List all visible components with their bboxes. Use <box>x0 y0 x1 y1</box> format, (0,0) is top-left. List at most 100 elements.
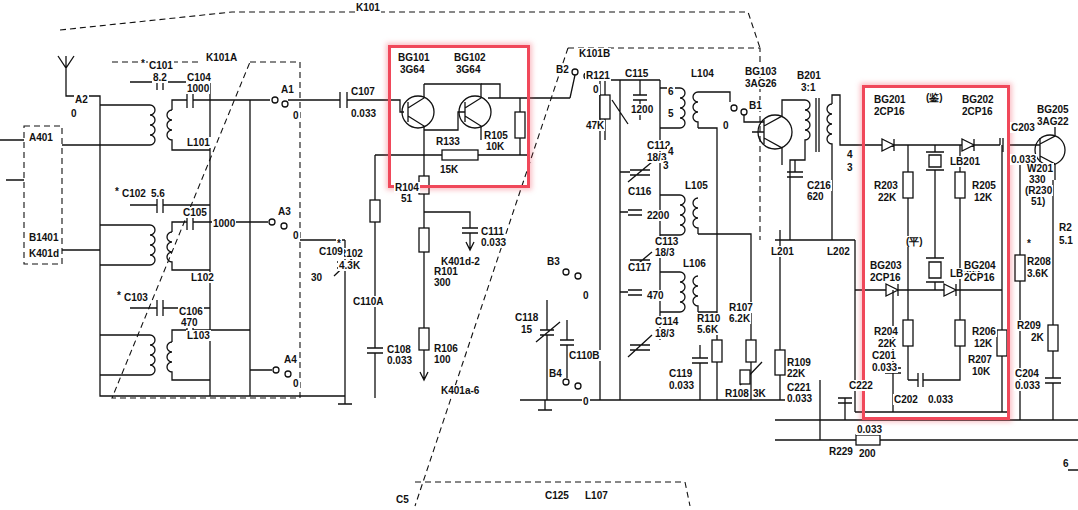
component-label: 0 <box>722 120 730 131</box>
component-label: C116 <box>627 186 652 197</box>
component-label: 2K <box>1030 332 1045 343</box>
component-label: 620 <box>806 191 825 202</box>
part-label: 12K <box>973 192 993 203</box>
component-label: 18/3 <box>654 247 675 258</box>
component-label: A4 <box>283 354 298 365</box>
part-label: 2CP16 <box>961 106 994 117</box>
component-label: 6 <box>1062 458 1070 469</box>
component-label: C103 <box>123 292 149 303</box>
component-label: 5.6 <box>150 188 166 199</box>
component-label: A401 <box>28 132 54 143</box>
component-label: L104 <box>690 68 715 79</box>
component-label: * <box>114 186 120 197</box>
part-label: C202 <box>893 394 919 405</box>
component-label: L106 <box>682 258 707 269</box>
wiring <box>0 56 1078 470</box>
component-label: 470 <box>180 317 199 328</box>
component-label: C101 <box>148 60 174 71</box>
component-label: 0.033 <box>1014 380 1041 391</box>
part-label: 10K <box>971 366 991 377</box>
highlight-box: BG2012CP16(鉴)BG2022CP16LB201R20322KR2051… <box>862 85 1010 420</box>
component-label: 3:1 <box>800 82 816 93</box>
component-label: 300 <box>433 277 452 288</box>
part-label: BG102 <box>453 52 487 63</box>
component-label: 100 <box>433 354 452 365</box>
component-label: C110B <box>568 350 601 361</box>
component-label: 5 <box>667 108 675 119</box>
component-label: * <box>116 290 122 301</box>
component-label: C111 <box>480 226 505 237</box>
component-label: B201 <box>796 70 822 81</box>
part-label: 2CP16 <box>963 272 996 283</box>
component-label: 4 <box>667 146 675 157</box>
component-label: 51 <box>400 193 413 204</box>
component-label: L107 <box>584 490 609 501</box>
component-label: 30 <box>310 272 323 283</box>
switch-outline <box>24 12 760 506</box>
component-label: 51) <box>1030 196 1046 207</box>
component-label: A2 <box>74 94 89 105</box>
component-label: (R230 <box>1024 185 1053 196</box>
component-label: R229 <box>828 446 854 457</box>
component-label: * <box>140 58 146 69</box>
component-label: 0 <box>592 84 600 95</box>
component-label: 47K <box>585 120 605 131</box>
component-label: B1 <box>748 100 763 111</box>
component-label: 1200 <box>630 104 654 115</box>
component-label: 0 <box>582 396 590 407</box>
component-label: C109 <box>318 246 344 257</box>
component-label: C105 <box>182 207 208 218</box>
resistor-symbol <box>370 95 1058 445</box>
component-label: C108 <box>386 344 412 355</box>
component-label: 15 <box>520 324 533 335</box>
part-label: (平) <box>905 236 924 247</box>
component-label: 0.033 <box>786 393 813 404</box>
component-label: R110 <box>696 313 721 324</box>
part-label: 10K <box>485 141 505 152</box>
part-label: 3G64 <box>455 64 481 75</box>
part-label: 12K <box>973 338 993 349</box>
part-label: 15K <box>439 164 459 175</box>
part-label: BG101 <box>397 52 431 63</box>
part-label: R204 <box>873 326 899 337</box>
component-label: C113 <box>654 236 679 247</box>
component-label: L201 <box>770 246 795 257</box>
part-label: 0.033 <box>927 394 954 405</box>
component-label: R106 <box>433 343 459 354</box>
component-label: 0 <box>292 110 300 121</box>
component-label: 22K <box>786 368 806 379</box>
component-label: K101A <box>205 52 238 63</box>
component-label: 0 <box>292 230 300 241</box>
component-label: 3AG22 <box>1036 116 1070 127</box>
component-label: 200 <box>858 448 877 459</box>
component-label: 1000 <box>186 83 210 94</box>
component-label: 0 <box>70 108 78 119</box>
component-label: 0.033 <box>480 237 507 248</box>
component-label: 470 <box>646 290 665 301</box>
component-label: 6 <box>667 86 675 97</box>
component-label: 330 <box>1028 174 1047 185</box>
part-label: 2CP16 <box>869 272 902 283</box>
component-label: 0.033 <box>668 380 695 391</box>
component-label: * <box>1026 238 1032 249</box>
component-label: L202 <box>826 246 851 257</box>
component-label: L102 <box>190 272 215 283</box>
component-label: 6.2K <box>728 313 751 324</box>
component-label: C222 <box>848 380 874 391</box>
component-label: R2 <box>1058 222 1073 233</box>
part-label: R203 <box>873 180 899 191</box>
component-label: B3 <box>546 256 561 267</box>
component-label: C5 <box>395 494 410 505</box>
part-label: R206 <box>971 326 997 337</box>
component-label: B4 <box>548 368 563 379</box>
component-label: A1 <box>280 84 295 95</box>
component-label: A3 <box>277 206 292 217</box>
component-label: C102 <box>121 188 147 199</box>
component-label: 0.033 <box>350 108 377 119</box>
component-label: 3.6K <box>1026 268 1049 279</box>
component-label: C203 <box>1010 122 1036 133</box>
component-label: L103 <box>186 330 211 341</box>
component-label: R107 <box>728 302 754 313</box>
component-label: C216 <box>806 180 832 191</box>
